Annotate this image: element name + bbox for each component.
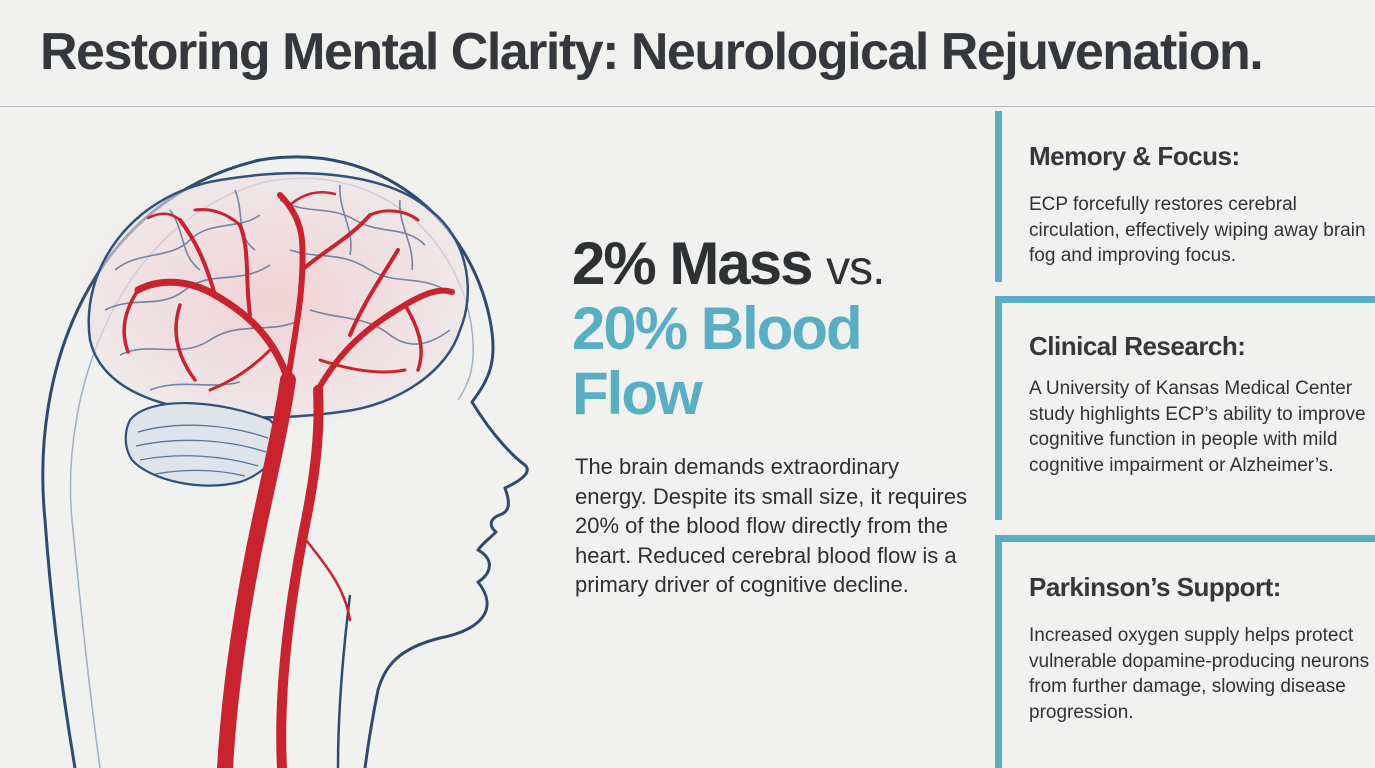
mass-vs-blood-flow-headline: 2% Mass vs. 20% Blood Flow — [572, 230, 972, 427]
title-divider — [0, 106, 1375, 107]
page-title: Restoring Mental Clarity: Neurological R… — [40, 23, 1264, 81]
card-text: A University of Kansas Medical Center st… — [1029, 378, 1366, 476]
headline-vs: vs. — [826, 242, 885, 295]
neck-outline — [336, 594, 352, 768]
brain-energy-description: The brain demands extraordinary energy. … — [575, 454, 968, 597]
brain-head-illustration — [41, 155, 529, 768]
headline-blood-flow: 20% Blood Flow — [572, 294, 863, 427]
card-heading: Parkinson’s Support: — [1029, 572, 1281, 602]
card-heading: Clinical Research: — [1029, 331, 1246, 361]
headline-mass: 2% Mass — [572, 230, 813, 297]
headline-line-1: 2% Mass vs. — [572, 230, 972, 297]
artery-network — [122, 190, 455, 768]
card-text: Increased oxygen supply helps protect vu… — [1029, 625, 1370, 723]
card-text: ECP forcefully restores cerebral circula… — [1029, 194, 1366, 266]
cerebellum — [124, 401, 281, 487]
brain-outline — [87, 172, 470, 419]
parkinsons-support-card: Parkinson’s Support: Increased oxygen su… — [995, 535, 1375, 768]
clinical-research-card: Clinical Research: A University of Kansa… — [995, 296, 1375, 520]
memory-focus-card: Memory & Focus: ECP forcefully restores … — [995, 111, 1375, 282]
card-heading: Memory & Focus: — [1029, 141, 1240, 171]
head-outline — [41, 155, 529, 768]
